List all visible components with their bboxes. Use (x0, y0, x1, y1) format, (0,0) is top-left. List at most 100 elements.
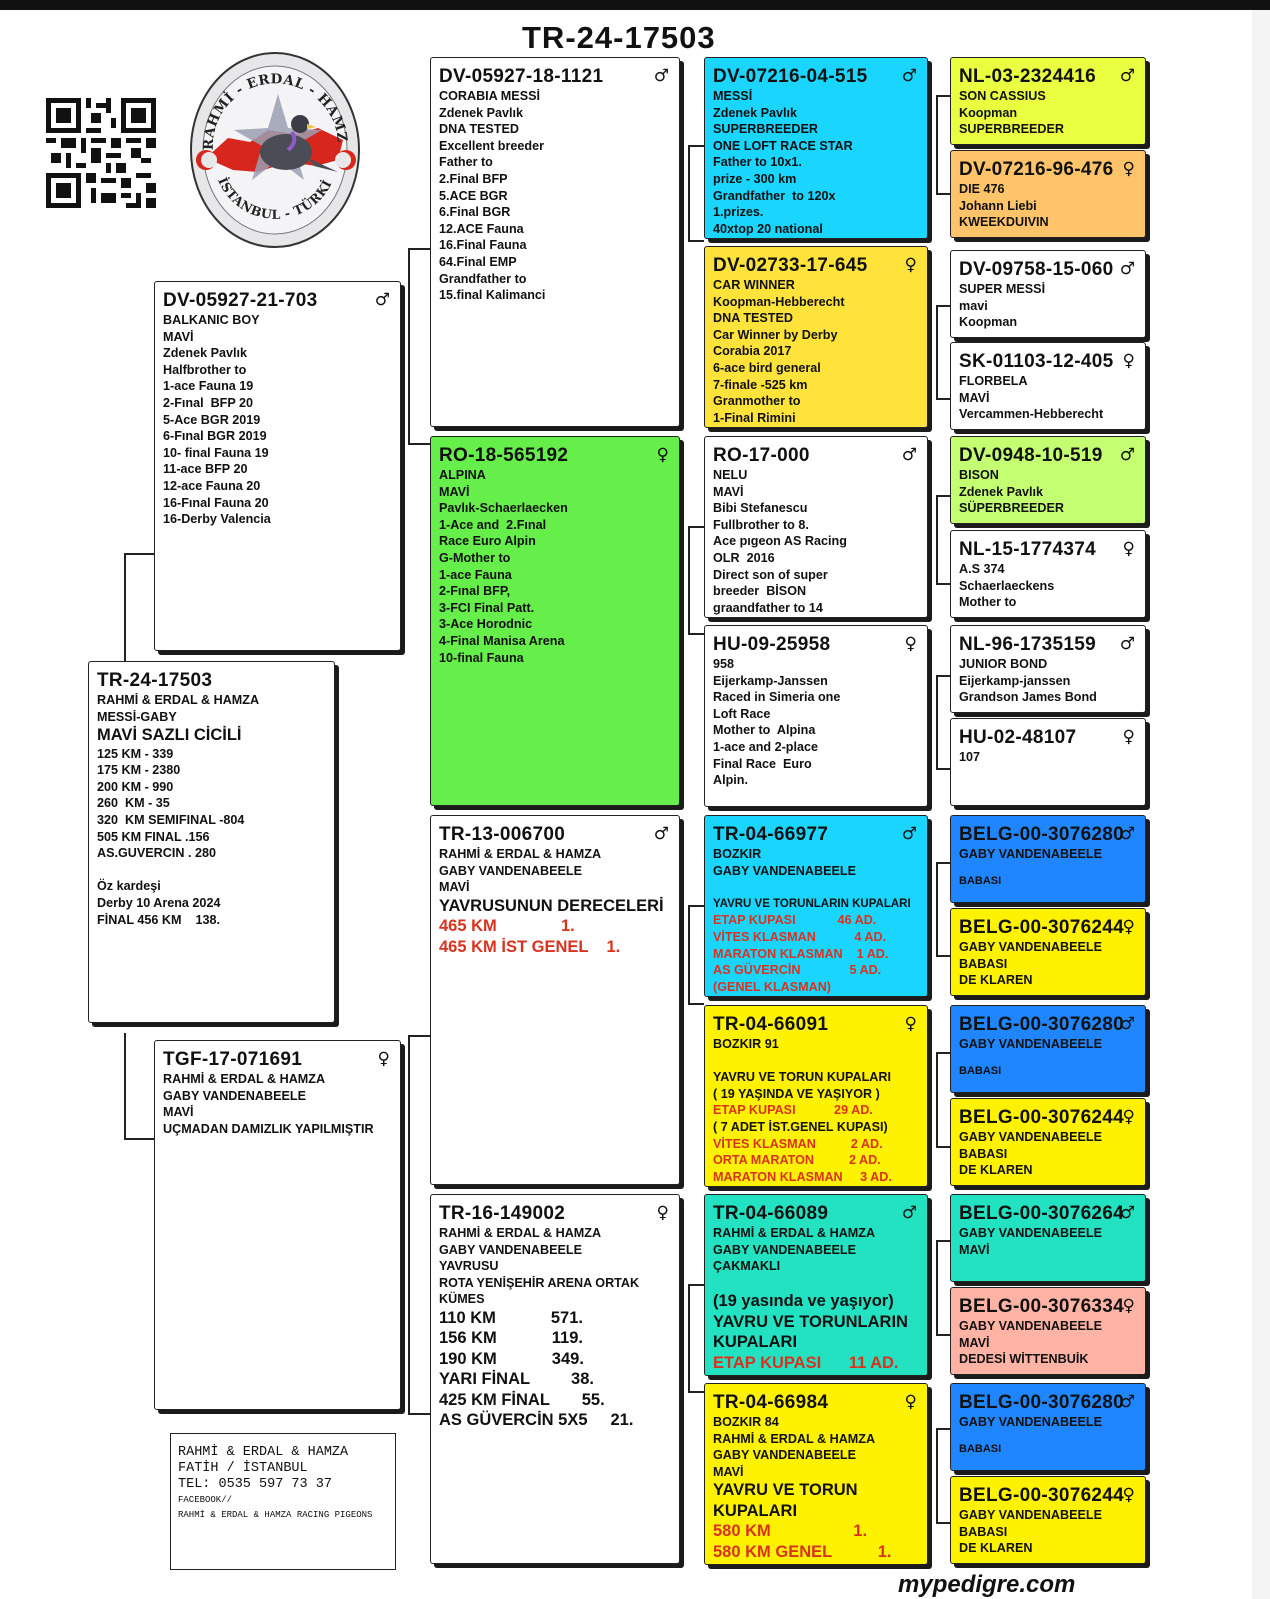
pedigree-line: KÜMES (439, 1292, 485, 1307)
pedigree-line: GABY VANDENABEELE (959, 1508, 1102, 1522)
ring-number: BELG-00-3076280 (959, 1392, 1125, 1413)
male-symbol-icon: ♂ (901, 66, 917, 86)
pedigree-line: MAVİ (959, 1242, 990, 1257)
connector (936, 675, 950, 677)
male-symbol-icon: ♂ (1119, 1014, 1135, 1034)
qr-code-icon (46, 98, 156, 208)
pedigree-line: Pavlık-Schaerlaecken (439, 501, 568, 516)
connector (688, 1391, 704, 1393)
pedigree-line: Car Winner by Derby (713, 327, 838, 342)
pedigree-line: ETAP KUPASI 46 AD. (713, 913, 877, 928)
pedigree-line: 465 KM 1. (439, 917, 575, 936)
pedigree-line: VİTES KLASMAN 2 AD. (713, 1136, 883, 1151)
connector (936, 1240, 938, 1336)
pedigree-title: TR-24-17503 (522, 20, 716, 55)
pedigree-line: Granmother to (713, 394, 801, 409)
pedigree-line: 110 KM 571. (439, 1308, 583, 1327)
female-symbol-icon: ♀ (1122, 1485, 1135, 1505)
pedigree-line: MAVİ (439, 484, 470, 499)
pedigree-line: BABASI (959, 874, 1002, 887)
pedigree-line: 12.ACE Fauna (439, 221, 524, 236)
pedigree-line: DNA TESTED (713, 311, 793, 326)
pedigree-line: KWEEKDUIVIN (959, 215, 1049, 230)
right-edge-strip (1252, 10, 1270, 1599)
female-symbol-icon: ♀ (1122, 351, 1135, 371)
contact-phone: TEL: 0535 597 73 37 (178, 1477, 332, 1492)
pedigree-line: DNA TESTED (439, 122, 519, 137)
female-symbol-icon: ♀ (656, 1203, 669, 1223)
pedigree-line: Grandfather to (439, 271, 527, 286)
pedigree-line (713, 879, 920, 896)
connector (408, 1035, 410, 1415)
pedigree-line: GABY VANDENABEELE (713, 1242, 856, 1257)
pedigree-line: BABASI (959, 1524, 1008, 1539)
connector (936, 1522, 950, 1524)
pedigree-line: 425 KM FİNAL 55. (439, 1390, 605, 1409)
pedigree-box-g8: HU-02-48107♀107 (950, 718, 1146, 806)
pedigree-line: RAHMİ & ERDAL & HAMZA (163, 1072, 326, 1086)
female-symbol-icon: ♀ (904, 1392, 917, 1412)
pedigree-line: Corabia 2017 (713, 344, 792, 359)
pedigree-line: 64.Final EMP (439, 254, 517, 269)
pedigree-line: Zdenek Pavlık (959, 484, 1043, 499)
pedigree-line: SUPERBREEDER (713, 122, 818, 137)
pedigree-line: ÇAKMAKLI (713, 1259, 781, 1274)
pedigree-line: YAVRU VE TORUN (713, 1481, 858, 1500)
connector (688, 1284, 704, 1286)
pedigree-line: breeder BİSON (713, 584, 807, 599)
ring-number: BELG-00-3076244 (959, 1485, 1125, 1506)
pedigree-line: Zdenek Pavlık (163, 346, 247, 361)
ring-number: RO-17-000 (713, 445, 810, 466)
ring-number: BELG-00-3076280 (959, 824, 1125, 845)
pedigree-line: MAVİ (163, 1105, 194, 1120)
ring-number: SK-01103-12-405 (959, 351, 1114, 372)
pedigree-line: JUNIOR BOND (959, 657, 1048, 671)
ring-number: HU-09-25958 (713, 634, 831, 655)
pedigree-line: RAHMİ & ERDAL & HAMZA (439, 1226, 602, 1240)
ring-number: DV-09758-15-060 (959, 259, 1114, 280)
pedigree-line: Koopman (959, 315, 1018, 330)
pedigree-line: 580 KM 1. (713, 1522, 868, 1541)
pedigree-line: NELU (713, 468, 748, 482)
connector (408, 1413, 430, 1415)
pedigree-line: SUPER MESSİ (959, 282, 1046, 296)
pedigree-line: 5.ACE BGR (439, 188, 508, 203)
pedigree-line: DEDESİ WİTTENBUİK (959, 1352, 1089, 1367)
pedigree-line: GABY VANDENABEELE (959, 847, 1102, 861)
ring-number: TR-24-17503 (97, 670, 213, 691)
ring-number: BELG-00-3076280 (959, 1014, 1125, 1035)
connector (688, 1284, 690, 1393)
connector (688, 905, 704, 907)
pedigree-line: KUPALARI (713, 1501, 798, 1520)
pedigree-line: RAHMİ & ERDAL & HAMZA (97, 693, 260, 707)
pedigree-line: 3-FCI Final Patt. (439, 600, 535, 615)
pedigree-line: Race Euro Alpin (439, 534, 536, 549)
pedigree-line: BOZKIR 91 (713, 1037, 779, 1051)
ring-number: RO-18-565192 (439, 445, 569, 466)
top-border-bar (0, 0, 1270, 10)
pedigree-line: Grandson James Bond (959, 690, 1097, 705)
pedigree-line: mavi (959, 298, 988, 313)
contact-card: RAHMİ & ERDAL & HAMZA FATİH / İSTANBUL T… (170, 1433, 396, 1570)
connector (688, 526, 690, 635)
pedigree-line: GABY VANDENABEELE (163, 1088, 306, 1103)
connector (936, 675, 938, 770)
pedigree-line: GABY VANDENABEELE (959, 1130, 1102, 1144)
connector (936, 1052, 950, 1054)
pedigree-line: MESSİ-GABY (97, 709, 177, 724)
ring-number: TR-04-66091 (713, 1014, 829, 1035)
pedigree-line: 1-Ace and 2.Fınal (439, 517, 547, 532)
pedigree-line: CORABIA MESSİ (439, 89, 540, 103)
pedigree-line (713, 1053, 920, 1070)
pedigree-line: 6.Final BGR (439, 205, 511, 220)
ring-number: DV-0948-10-519 (959, 445, 1103, 466)
connector (408, 248, 430, 250)
